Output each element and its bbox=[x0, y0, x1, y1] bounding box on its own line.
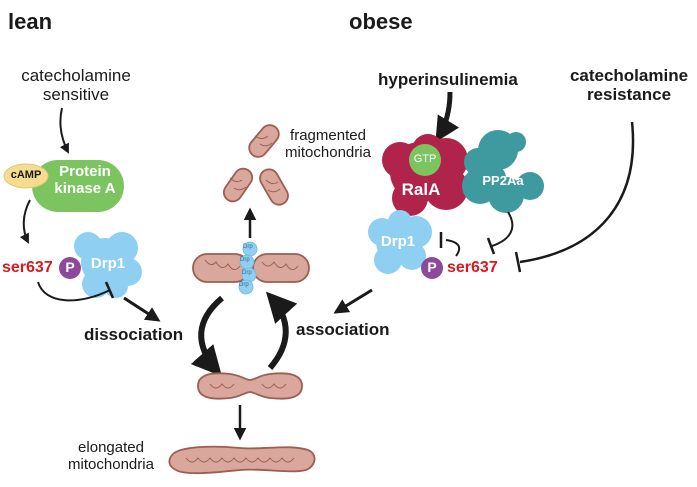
pp2a-inhibit-bar bbox=[486, 237, 496, 255]
elongated-line: elongated bbox=[78, 439, 144, 456]
camp-shape bbox=[3, 163, 49, 189]
inhibit-pp2a-curve bbox=[445, 239, 461, 257]
pka-line-1: Protein bbox=[59, 163, 111, 180]
hyperinsulinemia-label: hyperinsulinemia bbox=[378, 70, 518, 89]
drp-tag-3: Drp bbox=[242, 270, 252, 276]
fragmented-mitochondria-shape bbox=[222, 124, 289, 206]
drp-tag-4: Drp bbox=[239, 282, 249, 288]
lean-heading: lean bbox=[8, 9, 53, 34]
fragmented-mitochondria-label: fragmented mitochondria bbox=[278, 127, 378, 162]
dividing-mitochondrion-shape bbox=[192, 253, 310, 283]
catecholamine-resistance-label: catecholamine resistance bbox=[566, 66, 692, 104]
phospho-lean-label: P bbox=[65, 259, 75, 275]
association-label: association bbox=[296, 320, 390, 339]
catecholamine-resistance-line-2: resistance bbox=[586, 85, 672, 105]
protein-kinase-a-shape bbox=[32, 160, 124, 212]
drp-tag-2: Drp bbox=[240, 257, 250, 263]
protein-kinase-a-label: Protein kinase A bbox=[46, 163, 124, 198]
obese-to-association-arrow bbox=[333, 288, 373, 314]
pinched-mitochondrion-shape bbox=[197, 372, 303, 400]
phospho-obese-label: P bbox=[427, 259, 437, 275]
ser637-lean-label: ser637 bbox=[2, 259, 53, 276]
catecholamine-resistance-bar bbox=[514, 251, 522, 273]
drp1-obese-label: Drp1 bbox=[380, 233, 416, 250]
gtp-label: GTP bbox=[413, 153, 437, 165]
rala-shape bbox=[382, 134, 468, 216]
ser637-obese-label: ser637 bbox=[447, 259, 498, 276]
elongated-mitochondria-label: elongated mitochondria bbox=[56, 439, 166, 474]
inhibit-bar-lean bbox=[104, 281, 115, 299]
elongated-mitochondria-line: mitochondria bbox=[68, 455, 154, 473]
pka-line-2: kinase A bbox=[54, 179, 116, 197]
pp2aa-label: PP2Aa bbox=[482, 173, 524, 188]
drp1-lean-shape bbox=[74, 232, 142, 298]
fission-arrow bbox=[190, 295, 224, 377]
pp2a-to-ser637-curve bbox=[491, 211, 514, 247]
drp1-lean-label: Drp1 bbox=[90, 255, 126, 272]
hyperinsulinemia-arrow bbox=[435, 91, 460, 143]
camp-label: cAMP bbox=[10, 169, 42, 181]
catecholamine-resistance-line-1: catecholamine bbox=[569, 66, 689, 85]
phospho-obese-shape bbox=[421, 257, 443, 279]
dissociation-label: dissociation bbox=[84, 325, 184, 344]
fragmented-mitochondria-line: mitochondria bbox=[285, 143, 371, 161]
fusion-arrow bbox=[265, 291, 298, 370]
pka-to-ser637-arrow bbox=[19, 199, 31, 244]
fragmented-line: fragmented bbox=[290, 127, 366, 144]
obese-heading: obese bbox=[349, 9, 413, 34]
gtp-shape bbox=[409, 144, 441, 176]
catecholamine-to-pka-arrow bbox=[59, 107, 69, 154]
drp-tag-1: Drp bbox=[243, 244, 253, 250]
phospho-lean-shape bbox=[59, 257, 81, 279]
sensitive-line: sensitive bbox=[42, 85, 110, 105]
drp1-obese-shape bbox=[368, 210, 432, 274]
catecholamine-resistance-curve bbox=[519, 121, 635, 264]
lean-to-dissociation-arrow bbox=[123, 296, 161, 322]
pp2aa-shape bbox=[462, 130, 544, 213]
drp-ring-shape bbox=[238, 241, 258, 295]
catecholamine-sensitive-label: catecholamine sensitive bbox=[12, 66, 140, 104]
elongated-mitochondrion-shape bbox=[168, 445, 316, 475]
rala-label: RalA bbox=[401, 180, 441, 199]
inhibit-curve-lean bbox=[37, 281, 111, 302]
catecholamine-line: catecholamine bbox=[21, 66, 131, 85]
